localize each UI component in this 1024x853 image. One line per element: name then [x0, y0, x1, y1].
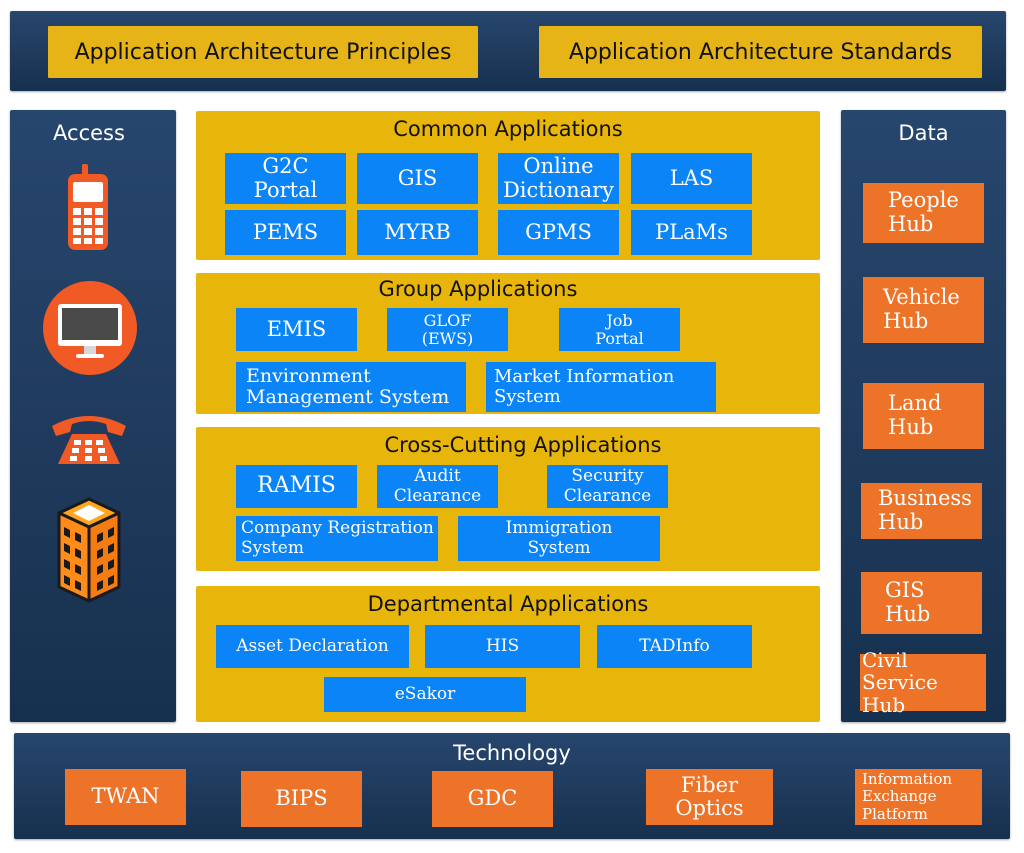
app-audit-clearance[interactable]: Audit Clearance — [377, 465, 498, 508]
architecture-principles-box: Application Architecture Principles — [48, 26, 478, 78]
hub-business[interactable]: Business Hub — [861, 483, 982, 539]
app-ramis[interactable]: RAMIS — [236, 465, 357, 508]
departmental-applications-title: Departmental Applications — [367, 592, 649, 616]
app-company-registration-system[interactable]: Company Registration System — [236, 516, 438, 561]
app-his[interactable]: HIS — [425, 625, 580, 668]
tech-bips[interactable]: BIPS — [241, 771, 362, 827]
group-applications-title: Group Applications — [378, 277, 578, 301]
app-security-clearance[interactable]: Security Clearance — [547, 465, 668, 508]
app-environment-management-system[interactable]: Environment Management System — [236, 362, 466, 412]
app-glof-ews[interactable]: GLOF (EWS) — [387, 308, 508, 351]
app-job-portal[interactable]: Job Portal — [559, 308, 680, 351]
mobile-phone-icon — [68, 164, 108, 250]
telephone-icon — [52, 416, 126, 464]
app-myrb[interactable]: MYRB — [357, 210, 478, 255]
desktop-monitor-icon — [43, 281, 137, 375]
tech-information-exchange-platform[interactable]: Information Exchange Platform — [855, 769, 982, 825]
app-esakor[interactable]: eSakor — [324, 677, 526, 712]
app-immigration-system[interactable]: Immigration System — [458, 516, 660, 561]
hub-land[interactable]: Land Hub — [863, 383, 984, 449]
departmental-applications-group: Departmental Applications Asset Declarat… — [196, 586, 820, 722]
hub-people[interactable]: People Hub — [863, 183, 984, 243]
app-emis[interactable]: EMIS — [236, 308, 357, 351]
tech-gdc[interactable]: GDC — [432, 771, 553, 827]
cross-cutting-applications-title: Cross-Cutting Applications — [384, 433, 662, 457]
data-title: Data — [898, 121, 949, 145]
cross-cutting-applications-group: Cross-Cutting Applications RAMIS Audit C… — [196, 427, 820, 571]
group-applications-group: Group Applications EMIS GLOF (EWS) Job P… — [196, 273, 820, 414]
app-las[interactable]: LAS — [631, 153, 752, 204]
office-building-icon — [57, 497, 121, 603]
app-g2c-portal[interactable]: G2C Portal — [225, 153, 346, 204]
tech-fiber-optics[interactable]: Fiber Optics — [646, 769, 773, 825]
access-title: Access — [53, 121, 125, 145]
architecture-standards-box: Application Architecture Standards — [539, 26, 982, 78]
technology-title: Technology — [453, 741, 571, 765]
hub-gis[interactable]: GIS Hub — [861, 572, 982, 634]
app-tadinfo[interactable]: TADInfo — [597, 625, 752, 668]
app-online-dictionary[interactable]: Online Dictionary — [498, 153, 619, 204]
app-market-information-system[interactable]: Market Information System — [486, 362, 716, 412]
hub-vehicle[interactable]: Vehicle Hub — [863, 277, 984, 343]
tech-twan[interactable]: TWAN — [65, 769, 186, 825]
app-pems[interactable]: PEMS — [225, 210, 346, 255]
app-asset-declaration[interactable]: Asset Declaration — [216, 625, 409, 668]
app-plams[interactable]: PLaMs — [631, 210, 752, 255]
common-applications-title: Common Applications — [393, 117, 623, 141]
hub-civil-service[interactable]: Civil Service Hub — [860, 649, 986, 716]
app-gpms[interactable]: GPMS — [498, 210, 619, 255]
app-gis[interactable]: GIS — [357, 153, 478, 204]
common-applications-group: Common Applications G2C Portal GIS Onlin… — [196, 111, 820, 260]
